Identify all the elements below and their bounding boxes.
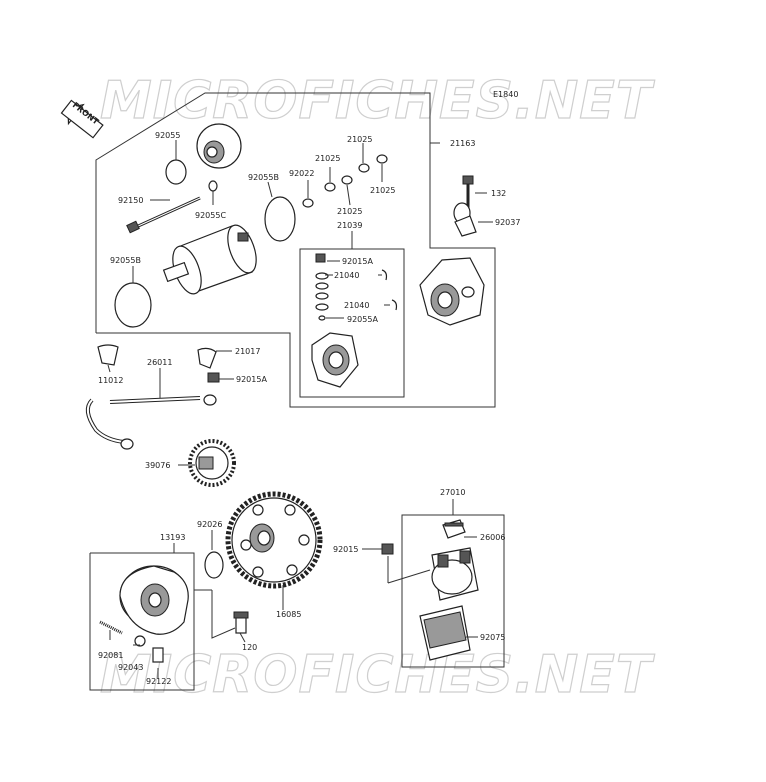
starter-clutch-frame xyxy=(89,552,195,691)
bolt-120 xyxy=(233,611,249,634)
label-21040-b: 21040 xyxy=(344,301,369,310)
starter-frame xyxy=(95,92,496,408)
starter-end-cover xyxy=(196,123,242,169)
label-92022: 92022 xyxy=(289,169,314,178)
label-21025-d: 21025 xyxy=(337,207,362,216)
starter-cable xyxy=(85,344,217,450)
label-21025-c: 21025 xyxy=(370,186,395,195)
o-ring-92055 xyxy=(165,159,187,185)
label-26011: 26011 xyxy=(147,358,172,367)
clutch-spring xyxy=(99,620,123,635)
label-21040-a: 21040 xyxy=(334,271,359,280)
label-16085: 16085 xyxy=(276,610,301,619)
label-27010: 27010 xyxy=(440,488,465,497)
washer-92026 xyxy=(204,551,224,579)
label-92015: 92015 xyxy=(333,545,358,554)
label-21163: 21163 xyxy=(450,139,475,148)
label-92055b-left: 92055B xyxy=(110,256,141,265)
front-arrow-icon xyxy=(60,99,104,139)
label-21025-a: 21025 xyxy=(347,135,372,144)
label-39076: 39076 xyxy=(145,461,170,470)
label-92026: 92026 xyxy=(197,520,222,529)
o-ring-92055b-right xyxy=(264,196,296,242)
label-92055b-right: 92055B xyxy=(248,173,279,182)
label-21039: 21039 xyxy=(337,221,362,230)
bracket-92037 xyxy=(453,202,477,237)
label-132: 132 xyxy=(491,189,506,198)
label-92075: 92075 xyxy=(480,633,505,642)
label-92043: 92043 xyxy=(118,663,143,672)
label-92015a-top: 92015A xyxy=(342,257,373,266)
label-21017: 21017 xyxy=(235,347,260,356)
nut-92015 xyxy=(381,543,394,555)
o-ring-92055b-left xyxy=(114,282,152,328)
label-92055: 92055 xyxy=(155,131,180,140)
starter-clutch-body xyxy=(119,565,189,635)
idle-gear xyxy=(188,439,236,487)
nut-92015a xyxy=(207,372,220,383)
label-92081: 92081 xyxy=(98,651,123,660)
brush-holder-parts xyxy=(311,253,398,388)
washers xyxy=(302,154,388,208)
starter-gear-16085 xyxy=(225,491,323,589)
watermark-top: MICROFICHES.NET xyxy=(100,71,655,131)
label-26006: 26006 xyxy=(480,533,505,542)
starter-relay xyxy=(431,547,479,601)
clutch-cap xyxy=(152,647,164,663)
label-11012: 11012 xyxy=(98,376,123,385)
label-21025-b: 21025 xyxy=(315,154,340,163)
label-92055a: 92055A xyxy=(347,315,378,324)
relay-cover-92075 xyxy=(419,605,471,661)
label-92055c: 92055C xyxy=(195,211,226,220)
through-bolt xyxy=(126,196,201,234)
starter-motor xyxy=(162,224,257,295)
label-92122: 92122 xyxy=(146,677,171,686)
watermark-bottom: MICROFICHES.NET xyxy=(100,645,655,705)
label-92037: 92037 xyxy=(495,218,520,227)
label-92150: 92150 xyxy=(118,196,143,205)
clutch-roller xyxy=(134,635,146,647)
diagram-code: E1840 xyxy=(493,90,518,99)
fuse-26006 xyxy=(442,519,466,539)
label-120: 120 xyxy=(242,643,257,652)
label-92015a-mid: 92015A xyxy=(236,375,267,384)
starter-front-cover xyxy=(419,257,485,326)
o-ring-92055c xyxy=(208,180,218,192)
label-13193: 13193 xyxy=(160,533,185,542)
